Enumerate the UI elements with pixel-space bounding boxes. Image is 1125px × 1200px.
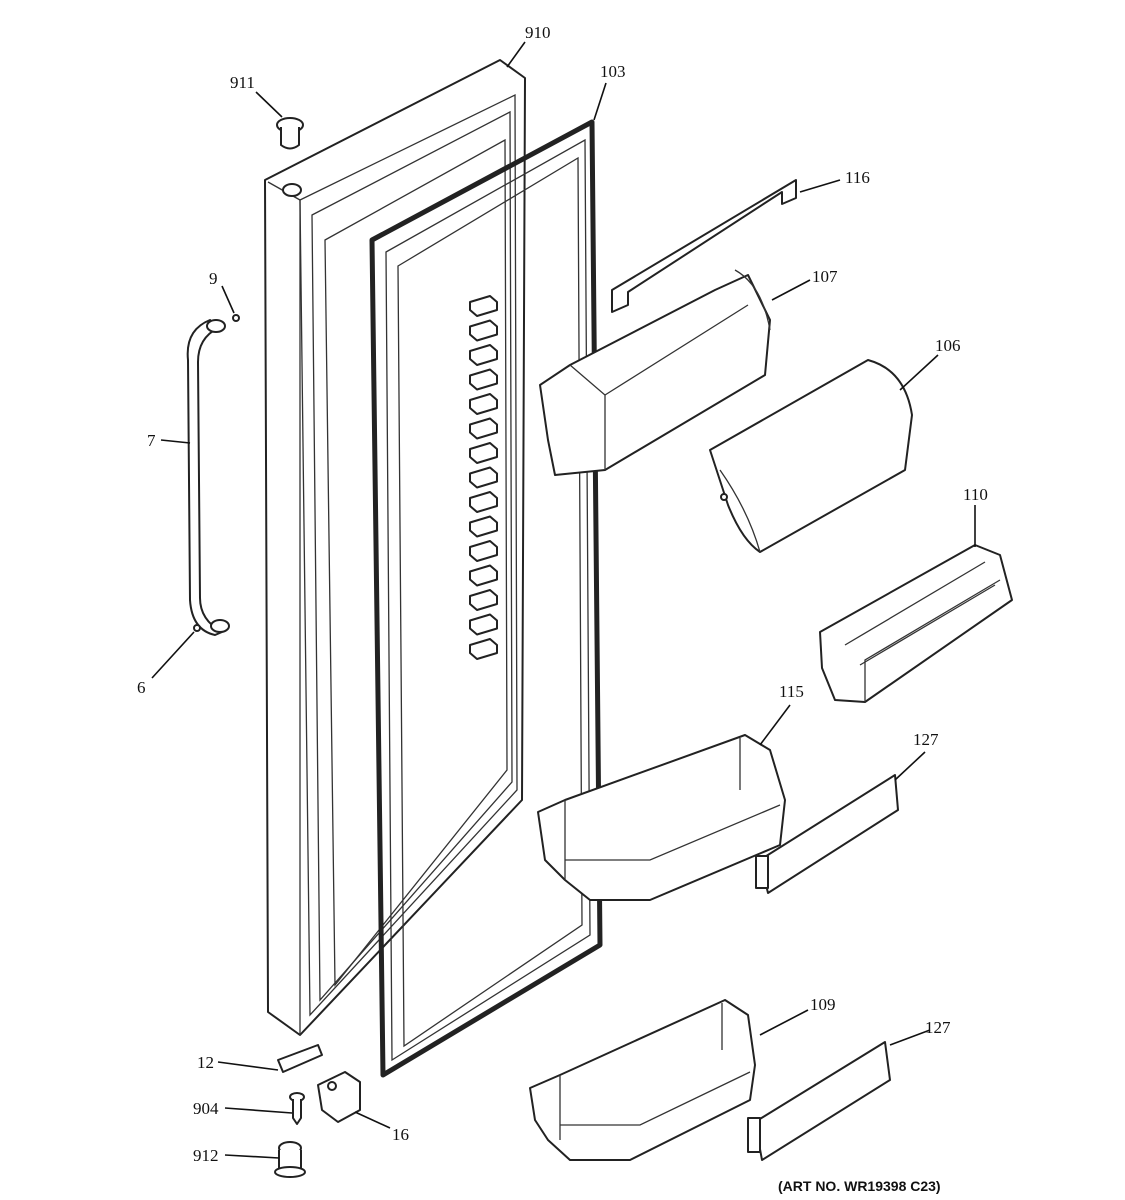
egg-tray-110 xyxy=(819,544,1013,703)
callout-910: 910 xyxy=(525,23,551,42)
callout-912: 912 xyxy=(193,1146,219,1165)
door-gasket xyxy=(369,119,603,1078)
door-cap-911 xyxy=(276,117,304,150)
callout-6: 6 xyxy=(137,678,146,697)
liner-rib xyxy=(469,638,498,660)
liner-rib xyxy=(469,491,498,513)
callout-109: 109 xyxy=(810,995,836,1014)
leader-lines xyxy=(151,41,976,1159)
callout-127-lower: 127 xyxy=(925,1018,951,1037)
hinge-16 xyxy=(317,1071,361,1123)
shelf-rail-116 xyxy=(611,179,797,313)
door-handle xyxy=(186,314,240,636)
callout-12: 12 xyxy=(197,1053,214,1072)
callout-106: 106 xyxy=(935,336,961,355)
callout-labels: 910 911 103 116 107 106 9 7 6 110 115 12… xyxy=(137,23,988,1194)
liner-rib xyxy=(469,515,498,538)
liner-rib xyxy=(469,368,498,391)
screw-904 xyxy=(289,1092,305,1125)
callout-103: 103 xyxy=(600,62,626,81)
callout-110: 110 xyxy=(963,485,988,504)
callout-127-upper: 127 xyxy=(913,730,939,749)
liner-rib xyxy=(469,344,498,366)
door-bin-115 xyxy=(537,734,786,901)
liner-rib xyxy=(469,417,498,440)
liner-rib xyxy=(469,442,498,464)
liner-rib xyxy=(469,564,498,587)
liner-rib xyxy=(469,540,498,562)
liner-rib xyxy=(469,319,498,342)
door-bin-107 xyxy=(539,269,771,476)
bin-cover-106 xyxy=(709,359,913,553)
callout-107: 107 xyxy=(812,267,838,286)
liner-rib xyxy=(469,295,498,317)
callout-9: 9 xyxy=(209,269,218,288)
callout-115: 115 xyxy=(779,682,804,701)
art-number: (ART NO. WR19398 C23) xyxy=(778,1178,941,1194)
liner-rib xyxy=(469,393,498,415)
bin-front-127-lower xyxy=(747,1041,891,1161)
hinge-bushing-912 xyxy=(274,1141,306,1178)
callout-904: 904 xyxy=(193,1099,219,1118)
callout-911: 911 xyxy=(230,73,255,92)
callout-7: 7 xyxy=(147,431,156,450)
callout-16: 16 xyxy=(392,1125,409,1144)
bin-front-127-upper xyxy=(755,774,899,894)
liner-shelf-rails xyxy=(469,295,498,660)
liner-rib xyxy=(469,613,498,636)
liner-rib xyxy=(469,589,498,611)
door-bin-109 xyxy=(529,999,756,1161)
hinge-bracket-12 xyxy=(277,1044,323,1073)
door-outer-panel xyxy=(264,59,526,1036)
callout-116: 116 xyxy=(845,168,870,187)
liner-rib xyxy=(469,466,498,489)
